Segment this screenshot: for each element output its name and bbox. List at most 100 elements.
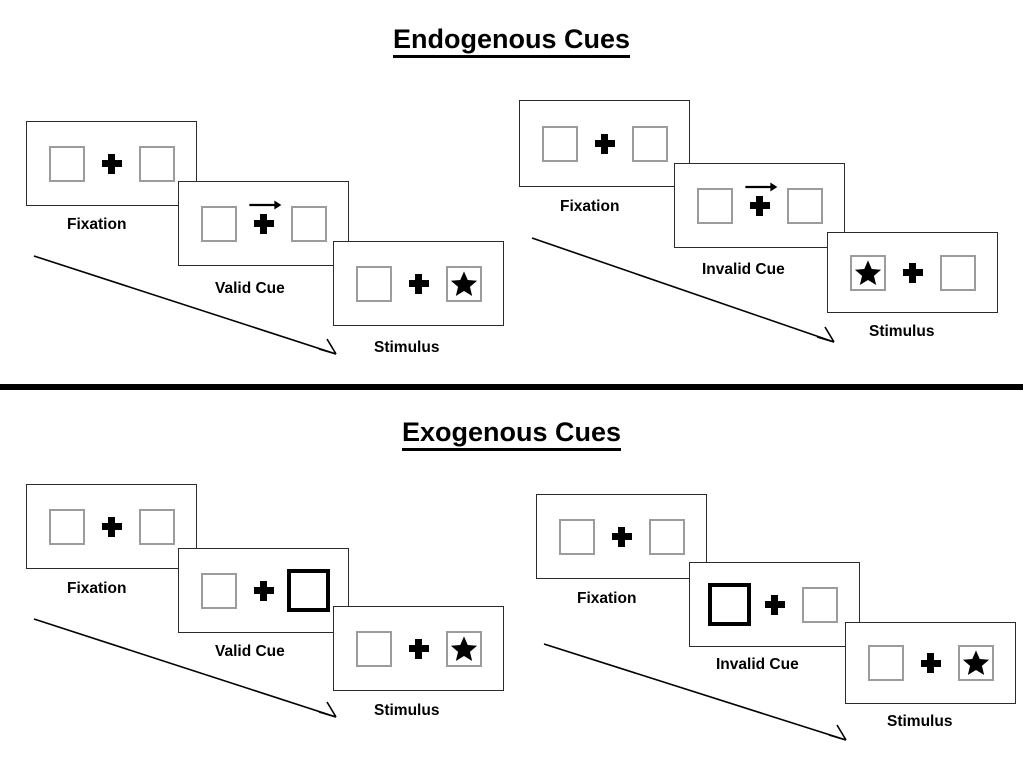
- endogenous-valid-fixation-panel: [26, 121, 197, 206]
- left-placeholder-box: [541, 125, 578, 162]
- panel-inner: [549, 518, 695, 555]
- panel-inner: [346, 630, 492, 667]
- fixation-slot: [247, 200, 281, 234]
- fixation-slot: [588, 133, 622, 154]
- fixation-slot: [743, 182, 777, 216]
- exogenous-valid-fixation-label: Fixation: [67, 580, 127, 597]
- right-placeholder-box: [939, 254, 976, 291]
- right-cued-box: [287, 569, 330, 612]
- arrow-right-icon: [744, 181, 778, 193]
- left-box-slot: [532, 125, 588, 162]
- section-divider: [0, 384, 1023, 390]
- exogenous-invalid-stimulus-label: Stimulus: [887, 713, 953, 730]
- left-box-slot: [39, 508, 95, 545]
- left-placeholder-box: [355, 630, 392, 667]
- right-box-slot: [792, 586, 848, 623]
- left-box-slot: [840, 254, 896, 291]
- left-box-slot: [858, 645, 914, 681]
- right-placeholder-box: [648, 518, 685, 555]
- plus-cross-icon: [408, 638, 429, 659]
- right-placeholder-box: [138, 145, 175, 182]
- left-placeholder-box: [867, 645, 904, 681]
- fixation-slot: [896, 262, 930, 283]
- endogenous-title-text: Endogenous Cues: [392, 24, 630, 58]
- panel-inner: [191, 200, 337, 242]
- plus-cross-icon: [101, 516, 122, 537]
- endogenous-valid-fixation-label: Fixation: [67, 216, 127, 233]
- endogenous-invalid-fixation-panel: [519, 100, 690, 187]
- right-box-slot: [129, 508, 185, 545]
- exogenous-valid-cue-panel: [178, 548, 349, 633]
- left-box-slot: [191, 572, 247, 609]
- exogenous-valid-cue-label: Valid Cue: [215, 643, 285, 660]
- left-placeholder-box: [200, 205, 237, 242]
- fixation-slot: [914, 653, 948, 673]
- plus-cross-icon: [902, 262, 923, 283]
- right-box-slot: [622, 125, 678, 162]
- exogenous-invalid-stimulus-panel: [845, 622, 1016, 704]
- plus-cross-icon: [101, 153, 122, 174]
- right-target-box: [957, 645, 994, 681]
- right-box-slot: [948, 645, 1004, 681]
- left-box-slot: [687, 187, 743, 224]
- endogenous-valid-stimulus-label: Stimulus: [374, 339, 440, 356]
- panel-inner: [39, 508, 185, 545]
- panel-inner: [532, 125, 678, 162]
- fixation-slot: [95, 516, 129, 537]
- right-box-slot: [436, 265, 492, 302]
- left-box-slot: [346, 630, 402, 667]
- star-icon: [854, 259, 882, 287]
- left-box-slot: [39, 145, 95, 182]
- right-box-slot: [777, 187, 833, 224]
- fixation-slot: [605, 526, 639, 547]
- panel-inner: [39, 145, 185, 182]
- exogenous-invalid-cue-panel: [689, 562, 860, 647]
- plus-cross-icon: [253, 213, 274, 234]
- right-box-slot: [281, 569, 337, 612]
- left-placeholder-box: [48, 145, 85, 182]
- panel-inner: [346, 265, 492, 302]
- endogenous-invalid-cue-label: Invalid Cue: [702, 261, 785, 278]
- right-box-slot: [281, 205, 337, 242]
- endogenous-valid-time-arrow: [30, 250, 350, 370]
- endogenous-invalid-stimulus-panel: [827, 232, 998, 313]
- exogenous-valid-stimulus-label: Stimulus: [374, 702, 440, 719]
- left-placeholder-box: [696, 187, 733, 224]
- endogenous-invalid-stimulus-label: Stimulus: [869, 323, 935, 340]
- plus-cross-icon: [764, 594, 785, 615]
- right-target-box: [445, 265, 482, 302]
- plus-cross-icon: [749, 195, 770, 216]
- fixation-slot: [402, 273, 436, 294]
- left-box-slot: [549, 518, 605, 555]
- right-placeholder-box: [801, 586, 838, 623]
- plus-cross-icon: [920, 653, 941, 673]
- left-box-slot: [346, 265, 402, 302]
- exogenous-invalid-fixation-label: Fixation: [577, 590, 637, 607]
- endogenous-valid-stimulus-panel: [333, 241, 504, 326]
- panel-inner: [858, 645, 1004, 681]
- right-box-slot: [129, 145, 185, 182]
- arrow-right-icon: [248, 199, 282, 211]
- endogenous-invalid-cue-panel: [674, 163, 845, 248]
- star-icon: [450, 635, 478, 663]
- star-icon: [450, 270, 478, 298]
- panel-inner: [702, 583, 848, 626]
- left-cued-box: [708, 583, 751, 626]
- left-target-box: [849, 254, 886, 291]
- fixation-slot: [402, 638, 436, 659]
- plus-cross-icon: [611, 526, 632, 547]
- plus-cross-icon: [594, 133, 615, 154]
- exogenous-invalid-time-arrow: [540, 638, 860, 756]
- right-box-slot: [639, 518, 695, 555]
- right-box-slot: [436, 630, 492, 667]
- left-placeholder-box: [355, 265, 392, 302]
- endogenous-valid-cue-panel: [178, 181, 349, 266]
- exogenous-section-title: Exogenous Cues: [0, 417, 1023, 451]
- fixation-slot: [247, 580, 281, 601]
- exogenous-invalid-fixation-panel: [536, 494, 707, 579]
- star-icon: [962, 649, 990, 677]
- right-target-box: [445, 630, 482, 667]
- left-placeholder-box: [558, 518, 595, 555]
- exogenous-valid-fixation-panel: [26, 484, 197, 569]
- endogenous-section-title: Endogenous Cues: [0, 24, 1023, 58]
